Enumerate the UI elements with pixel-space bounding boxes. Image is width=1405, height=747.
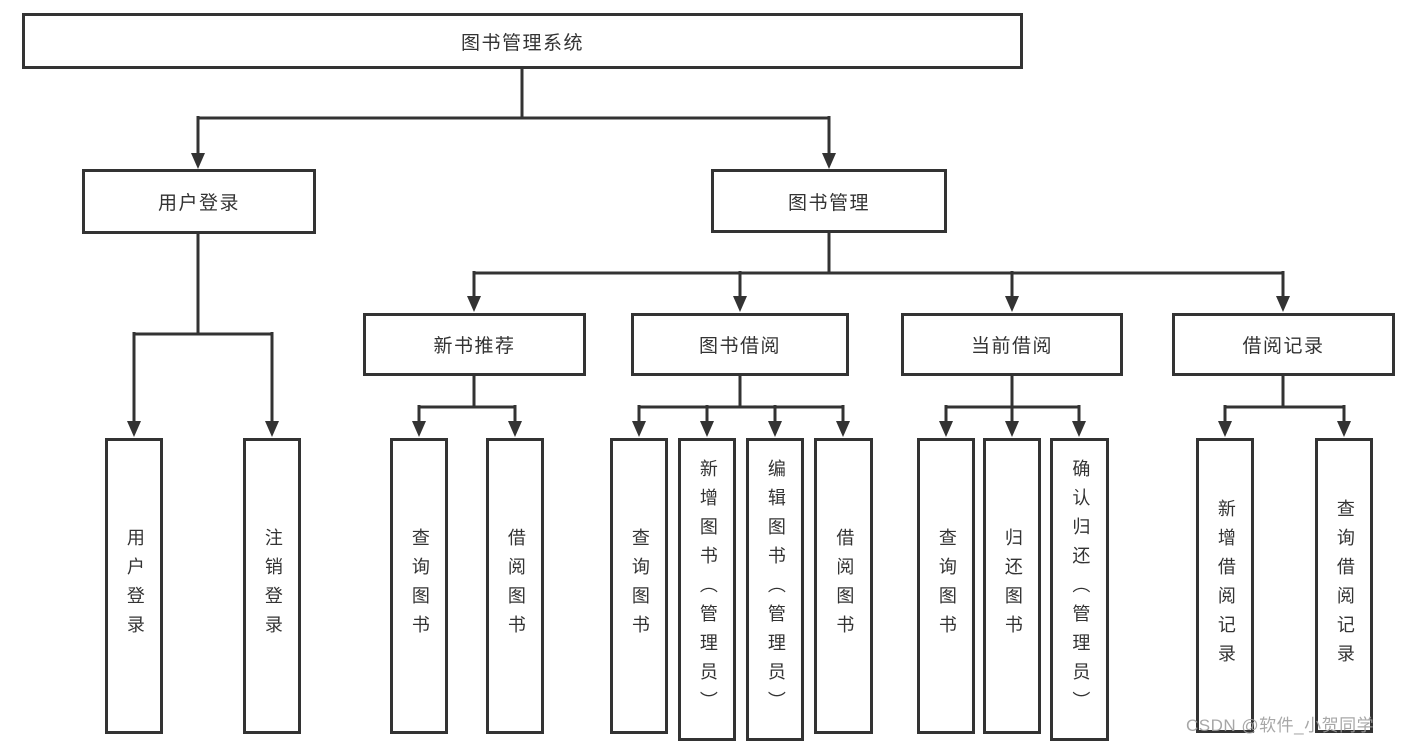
node-book-management: 图书管理 xyxy=(711,169,947,233)
watermark: CSDN @软件_小贺同学 xyxy=(1186,716,1375,735)
leaf-recommend-borrow-books: 借阅图书 xyxy=(486,438,544,734)
node-root-label: 图书管理系统 xyxy=(460,32,584,54)
leaf-borrowing-borrow-books: 借阅图书 xyxy=(814,438,873,734)
leaf-borrowing-edit-books-label: 编辑图书（管理员） xyxy=(765,459,786,720)
leaf-records-add-record: 新增借阅记录 xyxy=(1196,438,1254,733)
leaf-logout-label: 注销登录 xyxy=(262,528,283,644)
node-borrowing-records: 借阅记录 xyxy=(1172,313,1395,376)
node-current-borrowing-label: 当前借阅 xyxy=(970,336,1053,357)
connector-root-to-level2 xyxy=(191,69,836,169)
leaf-current-confirm-return-label: 确认归还（管理员） xyxy=(1070,459,1091,720)
node-new-book-recommend: 新书推荐 xyxy=(363,313,586,376)
leaf-current-query-books: 查询图书 xyxy=(917,438,975,734)
leaf-recommend-query-books: 查询图书 xyxy=(390,438,448,734)
leaf-records-add-record-label: 新增借阅记录 xyxy=(1215,498,1236,673)
leaf-borrowing-borrow-books-label: 借阅图书 xyxy=(834,528,855,644)
connector-book-borrowing-children xyxy=(632,376,850,437)
connector-user-login-children xyxy=(127,234,279,437)
node-book-management-label: 图书管理 xyxy=(787,192,870,214)
leaf-current-return-books: 归还图书 xyxy=(983,438,1041,734)
leaf-records-query-record-label: 查询借阅记录 xyxy=(1334,498,1355,673)
node-new-book-recommend-label: 新书推荐 xyxy=(433,336,516,357)
leaf-borrowing-query-books-label: 查询图书 xyxy=(629,528,650,644)
leaf-current-query-books-label: 查询图书 xyxy=(936,528,957,644)
leaf-current-confirm-return: 确认归还（管理员） xyxy=(1050,438,1109,741)
leaf-borrowing-add-books-label: 新增图书（管理员） xyxy=(697,459,718,720)
leaf-borrowing-query-books: 查询图书 xyxy=(610,438,668,734)
leaf-recommend-borrow-books-label: 借阅图书 xyxy=(505,528,526,644)
node-user-login: 用户登录 xyxy=(82,169,316,234)
leaf-recommend-query-books-label: 查询图书 xyxy=(409,528,430,644)
connector-borrowing-records-children xyxy=(1218,376,1351,437)
node-user-login-label: 用户登录 xyxy=(157,193,240,214)
node-root-system: 图书管理系统 xyxy=(22,13,1023,69)
leaf-current-return-books-label: 归还图书 xyxy=(1002,528,1023,644)
connector-current-borrowing-children xyxy=(939,376,1086,437)
leaf-logout: 注销登录 xyxy=(243,438,301,734)
node-borrowing-records-label: 借阅记录 xyxy=(1242,336,1325,357)
node-book-borrowing: 图书借阅 xyxy=(631,313,849,376)
leaf-borrowing-edit-books: 编辑图书（管理员） xyxy=(746,438,804,741)
node-current-borrowing: 当前借阅 xyxy=(901,313,1123,376)
leaf-borrowing-add-books: 新增图书（管理员） xyxy=(678,438,736,741)
connector-new-book-recommend-children xyxy=(412,376,522,437)
node-book-borrowing-label: 图书借阅 xyxy=(698,336,781,357)
leaf-records-query-record: 查询借阅记录 xyxy=(1315,438,1373,733)
leaf-user-login: 用户登录 xyxy=(105,438,163,734)
leaf-user-login-label: 用户登录 xyxy=(124,528,145,644)
connector-book-management-children xyxy=(467,233,1290,312)
